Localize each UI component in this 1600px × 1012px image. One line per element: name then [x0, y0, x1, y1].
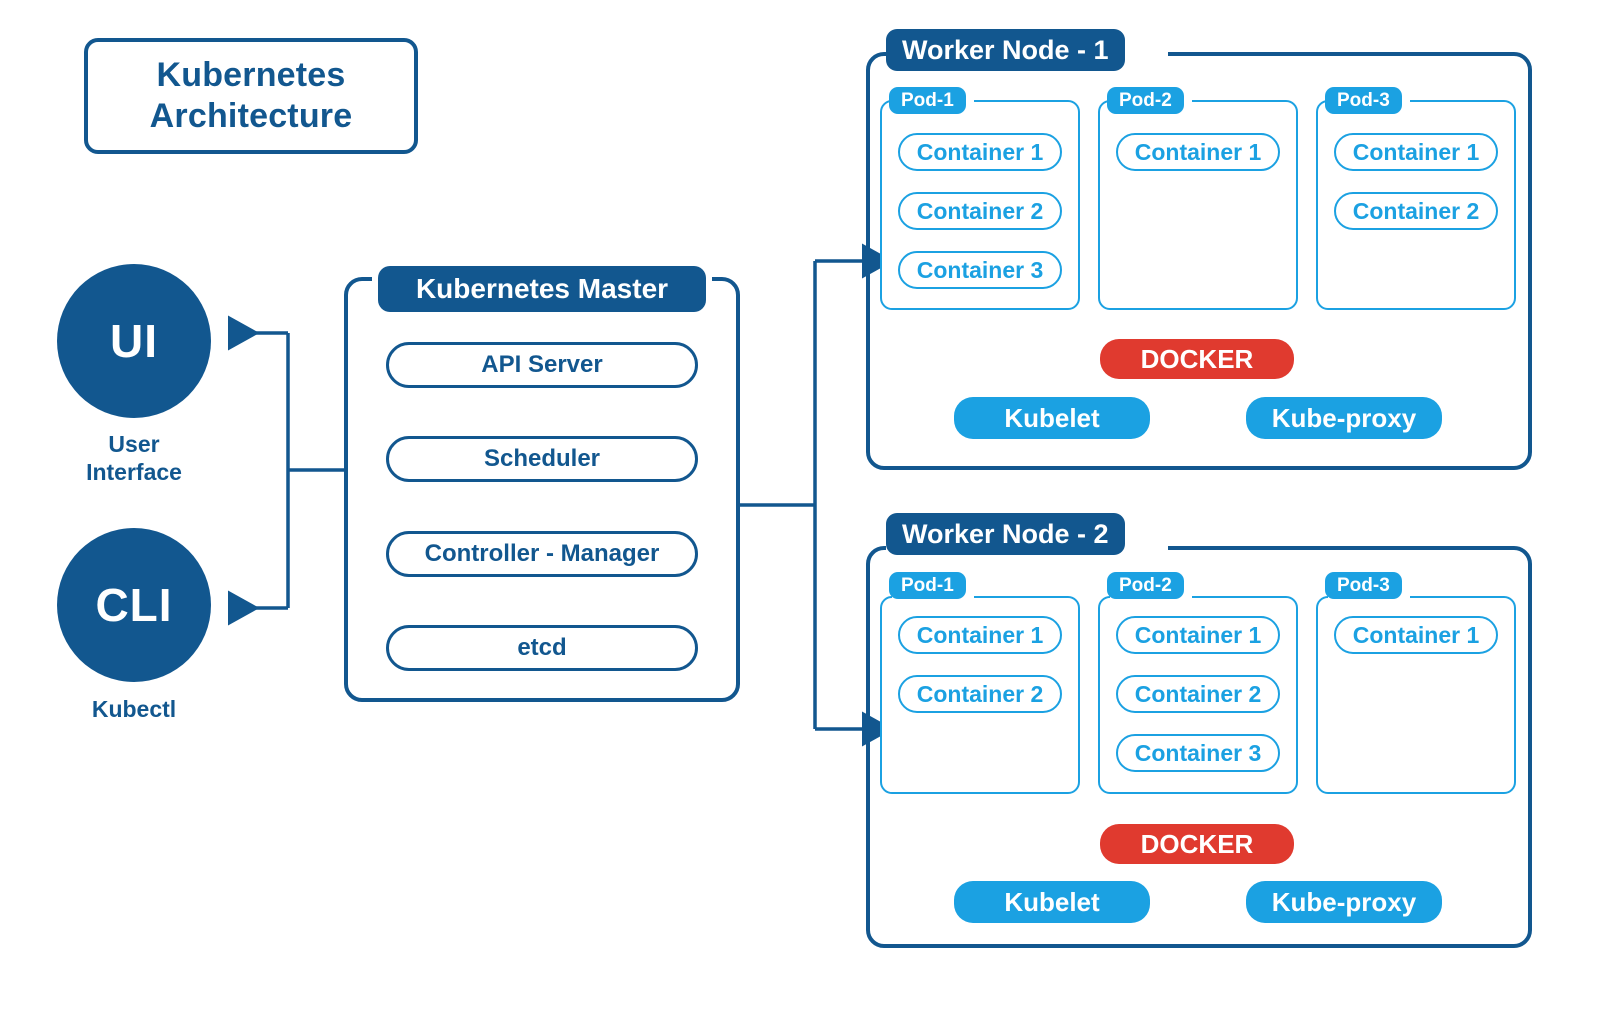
worker-2-pod-2-container-1[interactable]: Container 1	[1116, 616, 1280, 654]
worker-2-pod-2-container-2[interactable]: Container 2	[1116, 675, 1280, 713]
worker-2-pod-3-badge: Pod-3	[1325, 572, 1402, 599]
pod-label: Pod-1	[901, 89, 954, 111]
kube-proxy-label: Kube-proxy	[1271, 402, 1417, 433]
worker-1-kube-proxy-pill[interactable]: Kube-proxy	[1246, 397, 1442, 439]
title-line-2: Architecture	[149, 97, 353, 135]
container-label: Container 1	[1352, 621, 1480, 648]
kubelet-label: Kubelet	[1004, 402, 1100, 433]
worker-2-kubelet-pill[interactable]: Kubelet	[954, 881, 1150, 923]
client-cli-label: CLI	[95, 579, 173, 631]
container-label: Container 3	[916, 256, 1044, 283]
master-component-label: Controller - Manager	[424, 540, 660, 567]
worker-2-pod-3-container-1[interactable]: Container 1	[1334, 616, 1498, 654]
diagram-title-box: Kubernetes Architecture	[84, 38, 418, 154]
master-component-scheduler[interactable]: Scheduler	[386, 436, 698, 482]
container-label: Container 2	[916, 680, 1044, 707]
worker-2-pod-1-container-1[interactable]: Container 1	[898, 616, 1062, 654]
worker-1-pod-1-container-1[interactable]: Container 1	[898, 133, 1062, 171]
client-circle-ui[interactable]: UI	[57, 264, 211, 418]
container-label: Container 2	[916, 197, 1044, 224]
master-component-label: etcd	[517, 634, 567, 661]
client-cli-caption-line-1: Kubectl	[91, 696, 177, 722]
master-component-etcd[interactable]: etcd	[386, 625, 698, 671]
container-label: Container 1	[1134, 621, 1262, 648]
kubernetes-master-title: Kubernetes Master	[415, 273, 669, 304]
worker-1-pod-2-container-1[interactable]: Container 1	[1116, 133, 1280, 171]
kubernetes-master-title-badge: Kubernetes Master	[378, 266, 706, 312]
worker-1-kubelet-pill[interactable]: Kubelet	[954, 397, 1150, 439]
worker-1-pod-2-badge: Pod-2	[1107, 87, 1184, 114]
worker-2-docker-pill[interactable]: DOCKER	[1100, 824, 1294, 864]
pod-label: Pod-2	[1119, 89, 1172, 111]
pod-label: Pod-2	[1119, 574, 1172, 596]
title-line-1: Kubernetes	[156, 55, 346, 94]
container-label: Container 1	[916, 621, 1044, 648]
docker-label: DOCKER	[1140, 828, 1254, 859]
worker-node-title: Worker Node - 1	[902, 34, 1109, 65]
worker-1-pod-1-container-2[interactable]: Container 2	[898, 192, 1062, 230]
client-ui-caption-line-2: Interface	[86, 459, 182, 486]
worker-2-kube-proxy-pill[interactable]: Kube-proxy	[1246, 881, 1442, 923]
container-label: Container 1	[1134, 138, 1262, 165]
pod-label: Pod-3	[1337, 89, 1390, 111]
worker-node-title: Worker Node - 2	[902, 518, 1109, 549]
container-label: Container 2	[1352, 197, 1480, 224]
kubelet-label: Kubelet	[1004, 886, 1100, 917]
container-label: Container 1	[916, 138, 1044, 165]
docker-label: DOCKER	[1140, 343, 1254, 374]
worker-1-pod-2-box	[1098, 100, 1298, 310]
pod-label: Pod-3	[1337, 574, 1390, 596]
client-ui-caption-line-1: User	[108, 431, 160, 457]
worker-2-pod-1-container-2[interactable]: Container 2	[898, 675, 1062, 713]
worker-node-2-title-badge: Worker Node - 2	[886, 513, 1125, 555]
master-component-label: API Server	[481, 351, 603, 378]
master-component-controller-manager[interactable]: Controller - Manager	[386, 531, 698, 577]
worker-1-pod-1-badge: Pod-1	[889, 87, 966, 114]
worker-1-pod-1-container-3[interactable]: Container 3	[898, 251, 1062, 289]
worker-2-pod-2-container-3[interactable]: Container 3	[1116, 734, 1280, 772]
client-cli-caption: Kubectl	[4, 695, 264, 723]
client-ui-label: UI	[110, 315, 158, 367]
worker-1-pod-3-container-2[interactable]: Container 2	[1334, 192, 1498, 230]
client-ui-caption: User Interface	[4, 430, 264, 486]
container-label: Container 1	[1352, 138, 1480, 165]
master-component-label: Scheduler	[483, 445, 601, 472]
worker-2-pod-1-badge: Pod-1	[889, 572, 966, 599]
worker-1-pod-3-container-1[interactable]: Container 1	[1334, 133, 1498, 171]
worker-1-pod-3-badge: Pod-3	[1325, 87, 1402, 114]
master-component-api-server[interactable]: API Server	[386, 342, 698, 388]
worker-node-2-panel	[866, 546, 1532, 948]
kube-proxy-label: Kube-proxy	[1271, 886, 1417, 917]
worker-1-docker-pill[interactable]: DOCKER	[1100, 339, 1294, 379]
worker-node-1-title-badge: Worker Node - 1	[886, 29, 1125, 71]
container-label: Container 2	[1134, 680, 1262, 707]
worker-node-1-panel	[866, 52, 1532, 470]
container-label: Container 3	[1134, 739, 1262, 766]
pod-label: Pod-1	[901, 574, 954, 596]
worker-2-pod-2-badge: Pod-2	[1107, 572, 1184, 599]
client-circle-cli[interactable]: CLI	[57, 528, 211, 682]
